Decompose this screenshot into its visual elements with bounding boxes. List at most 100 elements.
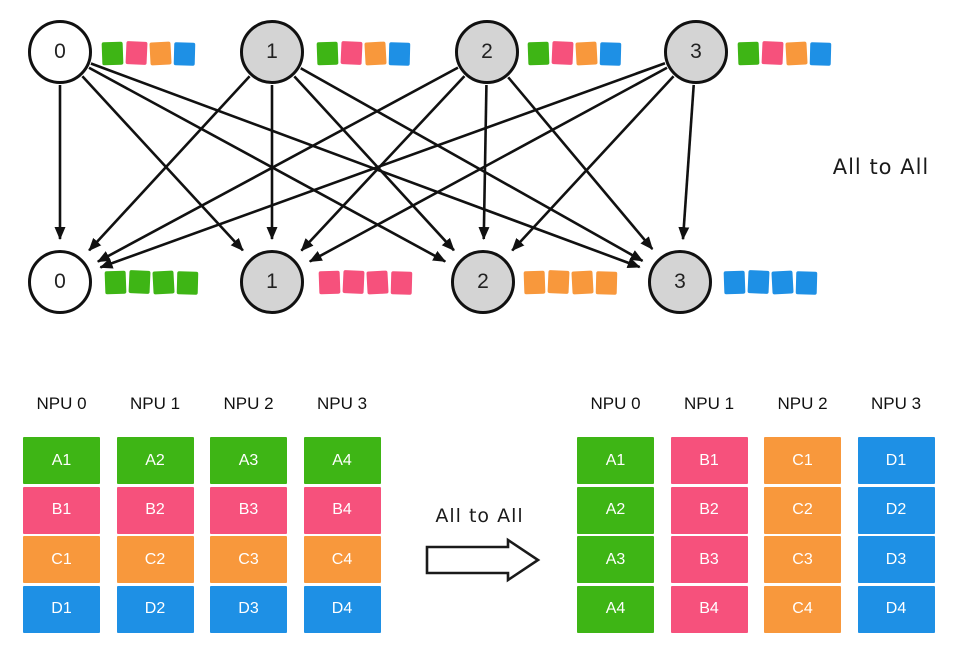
pink-chunk-swatch [342,270,365,294]
data-cell-C1: C1 [23,536,100,583]
data-cell-B1: B1 [670,437,748,484]
orange-chunk-swatch [364,41,387,66]
blue-chunk-swatch [795,271,818,295]
data-cell-C3: C3 [210,536,287,583]
npu-column-header: NPU 3 [870,394,922,413]
bottom-node-3: 3 [648,250,712,314]
node-label: 3 [690,40,702,63]
data-cell-D4: D4 [303,585,381,633]
top-node-2: 2 [455,20,519,84]
blue-chunk-swatch [173,42,196,66]
edge-2-to-1 [300,75,466,252]
data-cell-B4: B4 [303,486,381,534]
edge-2-to-2 [478,84,490,241]
top-node-1: 1 [240,20,304,84]
graph-caption: All to All [832,155,930,179]
bottom-node-0: 0 [28,250,92,314]
green-chunk-swatch [176,271,199,295]
orange-chunk-swatch [149,41,172,66]
blue-chunk-swatch [599,42,622,66]
pink-chunk-swatch [318,270,341,295]
green-chunk-swatch [101,41,124,66]
node-label: 0 [54,270,66,293]
data-cell-A1: A1 [577,437,654,484]
node-label: 2 [481,40,493,63]
data-cell-A4: A4 [303,437,381,484]
data-cell-C4: C4 [764,585,841,633]
pink-chunk-swatch [340,41,363,65]
orange-chunk-swatch [547,270,570,294]
node-label: 3 [674,270,686,293]
bottom-node-3-chunks [723,270,818,295]
edge-3-to-2 [511,75,675,252]
node-label: 2 [477,270,489,293]
bottom-node-2-chunks [523,270,618,295]
top-node-3: 3 [664,20,728,84]
npu-column-header: NPU 1 [683,394,735,413]
green-chunk-swatch [104,270,127,295]
data-cell-D2: D2 [116,585,194,633]
data-cell-D3: D3 [857,536,935,583]
data-cell-D1: D1 [857,437,935,484]
blue-chunk-swatch [388,42,411,66]
pink-chunk-swatch [125,41,148,65]
data-cell-B4: B4 [670,585,748,633]
node-label: 1 [266,270,278,293]
top-node-0-chunks [101,41,196,66]
data-cell-A4: A4 [577,585,654,633]
data-cell-C4: C4 [303,536,381,583]
edge-2-to-0 [96,66,459,263]
data-cell-D3: D3 [210,585,287,633]
green-chunk-swatch [128,270,151,294]
data-cell-B3: B3 [210,486,287,534]
bottom-node-0-chunks [104,270,199,295]
npu-column-header: NPU 0 [590,394,641,413]
top-node-1-chunks [316,41,411,66]
npu-column-header: NPU 3 [316,394,368,413]
blue-chunk-swatch [809,42,832,66]
data-cell-D2: D2 [857,486,935,534]
data-cell-A3: A3 [210,437,287,484]
orange-chunk-swatch [575,41,598,66]
data-cell-C3: C3 [764,536,841,583]
edge-3-to-1 [308,66,668,263]
green-chunk-swatch [152,270,175,295]
data-cell-C2: C2 [764,486,841,534]
bottom-node-1: 1 [240,250,304,314]
top-node-3-chunks [737,41,832,66]
data-cell-A1: A1 [23,437,100,484]
data-cell-D1: D1 [23,585,100,633]
npu-column-header: NPU 0 [36,394,87,413]
green-chunk-swatch [316,41,339,66]
blue-chunk-swatch [747,270,770,294]
data-cell-B2: B2 [670,486,748,534]
top-node-2-chunks [527,41,622,66]
blue-chunk-swatch [771,270,794,295]
data-cell-A2: A2 [116,437,194,484]
edge-1-to-3 [300,67,644,263]
orange-chunk-swatch [595,271,618,295]
pink-chunk-swatch [551,41,574,65]
data-cell-B1: B1 [23,486,100,534]
orange-chunk-swatch [571,270,594,295]
bottom-node-2: 2 [451,250,515,314]
edge-1-to-0 [88,75,251,252]
orange-chunk-swatch [785,41,808,66]
